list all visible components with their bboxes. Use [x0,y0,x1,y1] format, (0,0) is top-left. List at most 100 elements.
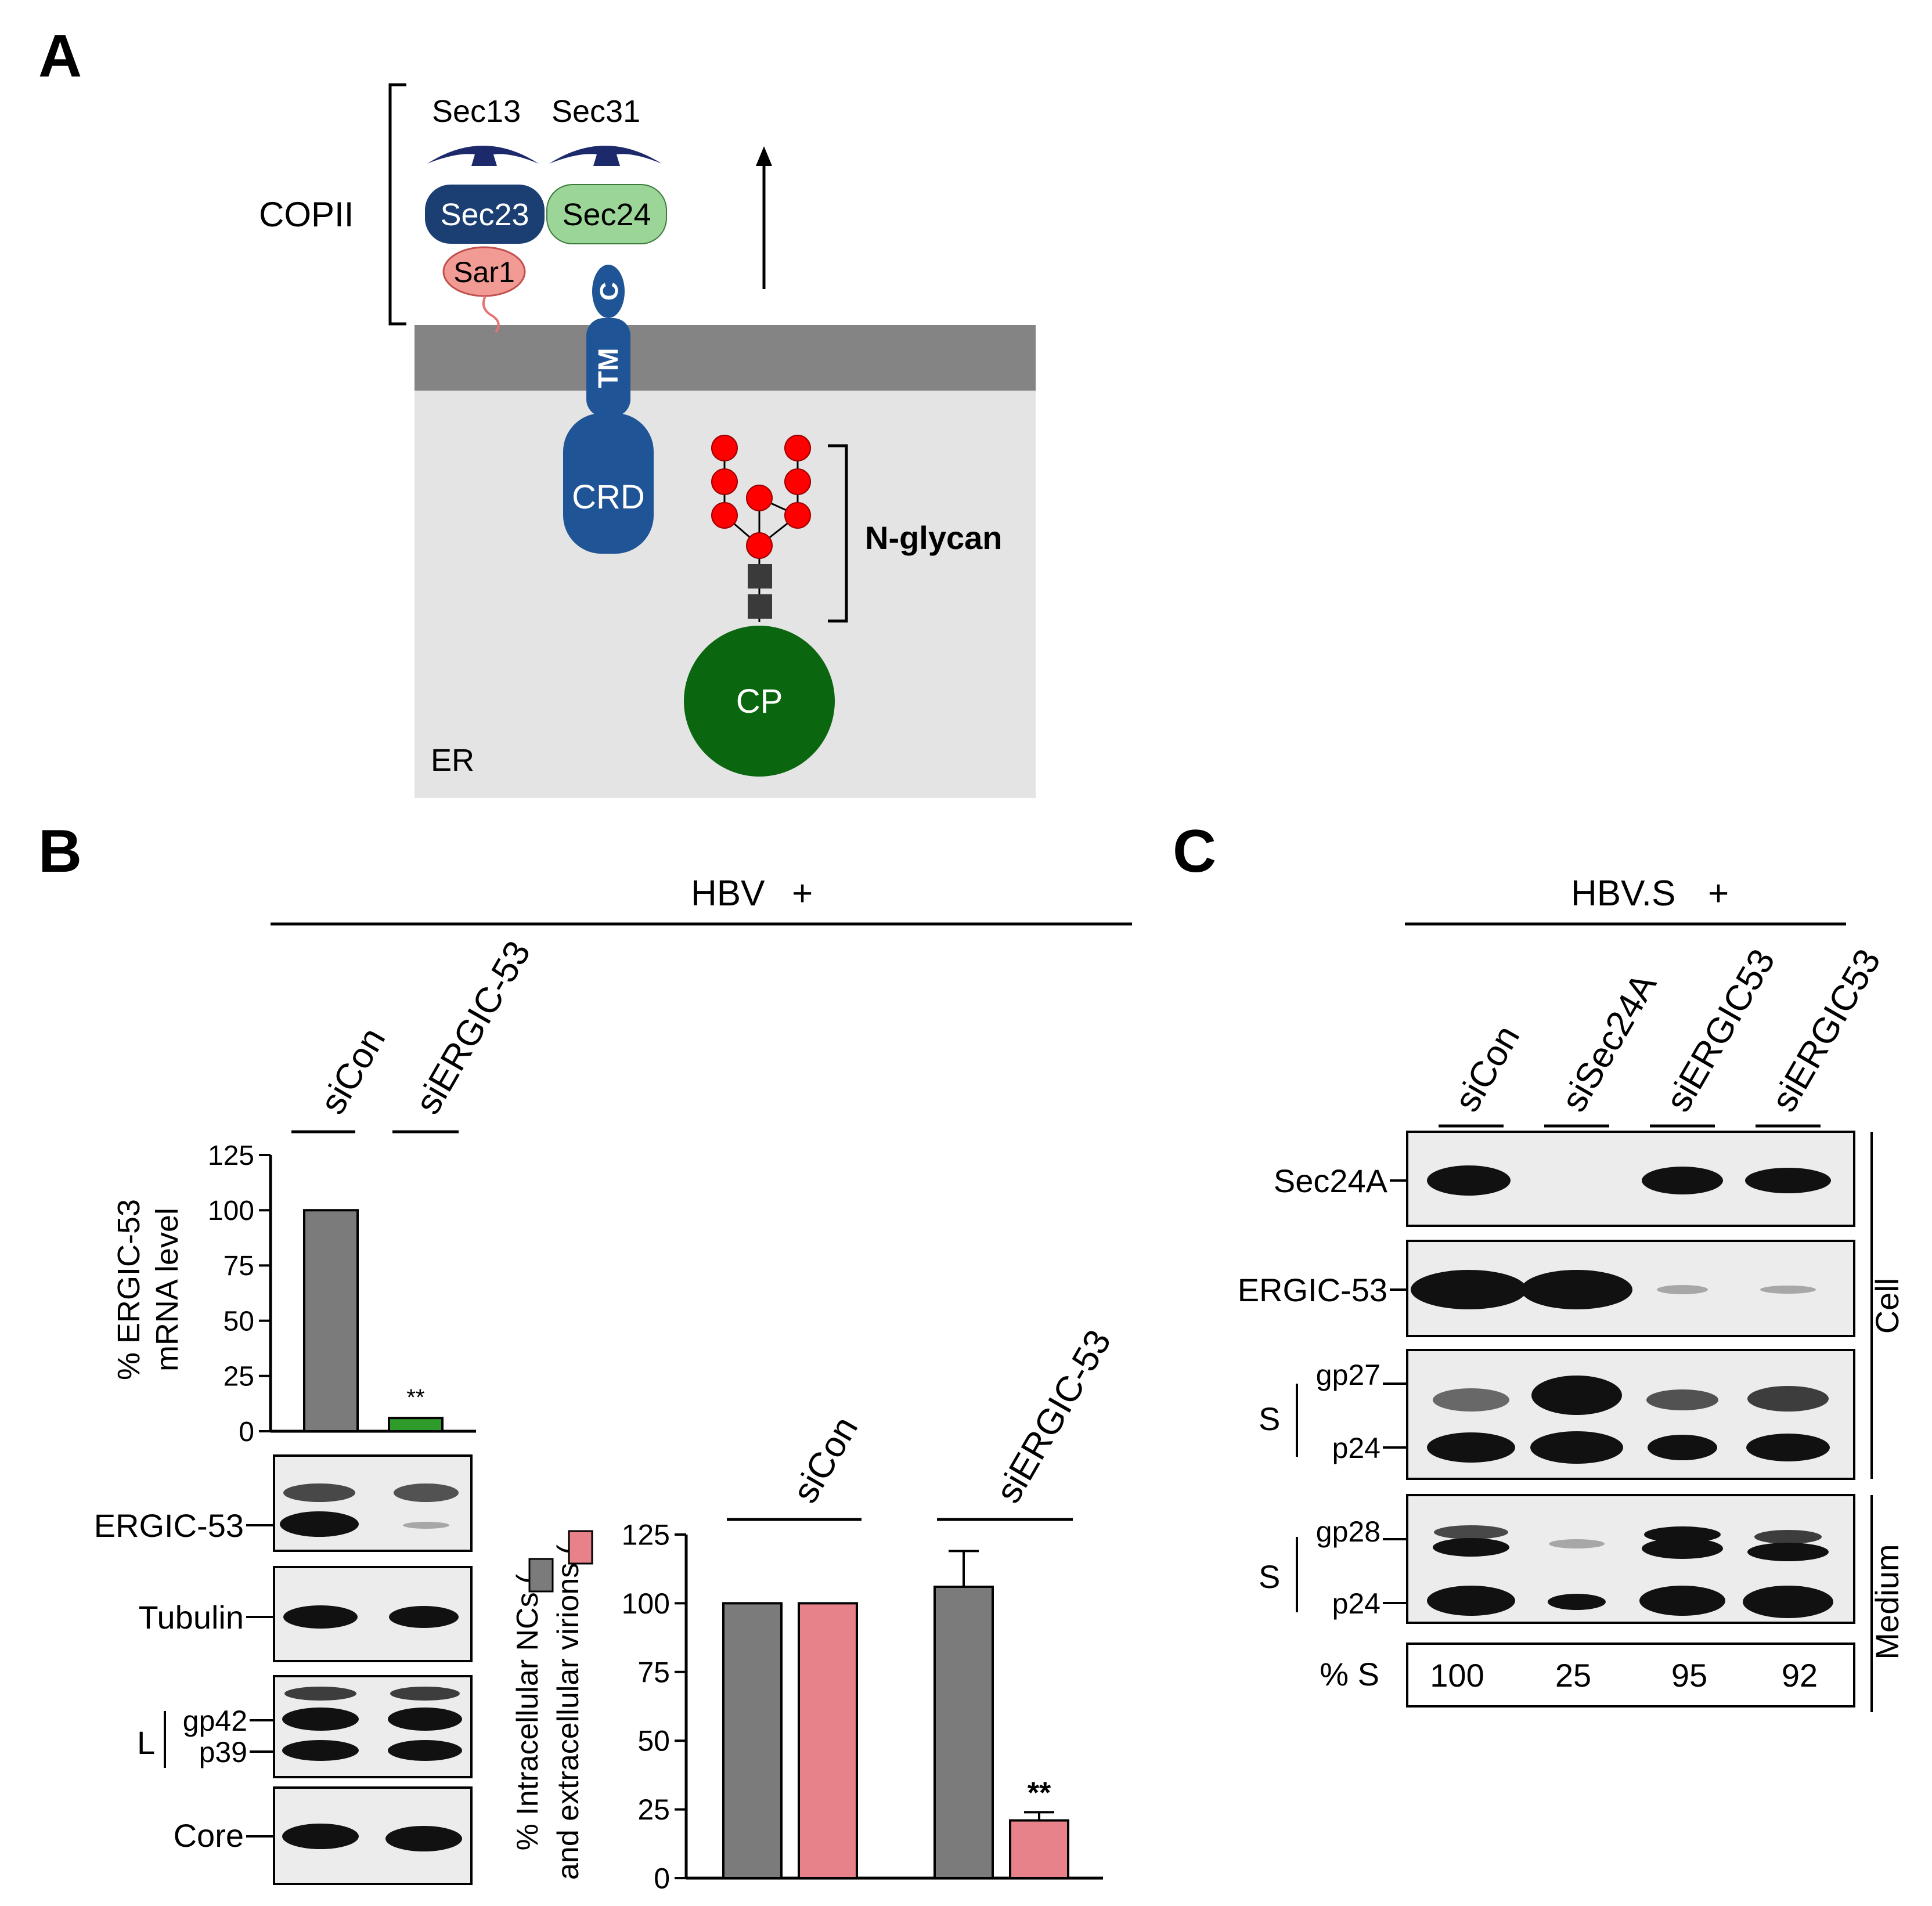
n-glycan-bracket [828,444,848,623]
virion-ylabel: % Intracellular NCs ( and extracellular … [511,1530,593,1880]
c-lane-label-1: siCon [1447,1019,1527,1118]
gp42-label: gp42 [183,1705,247,1737]
transport-arrow-head [756,146,772,166]
percent-s-box [1406,1643,1855,1708]
sec13-label: Sec13 [432,94,521,129]
y-tick-label: 75 [224,1251,254,1282]
blot-ergic53-c [1406,1240,1855,1337]
sec13-shape [427,146,539,166]
virion-y-ticks: 0 25 50 75 100 125 [622,1519,686,1895]
cell-label: Cell [1869,1278,1905,1334]
percent-s-value-3: 95 [1671,1657,1707,1694]
blot-ergic53-b [273,1454,473,1552]
gp27-label: gp27 [1316,1359,1380,1391]
y-tick-label: 0 [239,1417,254,1447]
y-tick-label: 125 [208,1140,254,1171]
hbv-plus-sign: + [792,873,813,914]
virion-bar [722,1602,783,1879]
medium-label: Medium [1869,1544,1905,1659]
ergic53-blot-label-c: ERGIC-53 [1238,1272,1387,1308]
hbv-label: HBV [691,873,765,914]
ergic53-c-terminal [592,265,625,318]
virion-chart: 0 25 50 75 100 125 ** [622,1519,1103,1895]
mrna-bar [388,1417,444,1433]
mrna-significance: ** [406,1385,424,1410]
blot-l-protein [273,1675,473,1778]
sec23-label: Sec23 [440,197,529,232]
sec24-label: Sec24 [562,197,651,232]
p24-cell-label: p24 [1332,1432,1380,1464]
panel-letter-c: C [1173,818,1216,885]
c-terminal-label: C [595,282,623,301]
mrna-ylabel-line1: % ERGIC-53 [111,1199,146,1380]
c-lane-label-2: siSec24A [1553,966,1664,1118]
legend-swatch-ncs [528,1558,554,1593]
er-membrane [414,325,1036,391]
blot-core [273,1786,473,1885]
gp28-label: gp28 [1316,1515,1380,1548]
y-tick-label: 25 [637,1793,670,1826]
virion-ylabel-line2: and extracellular virions ( [552,1544,585,1880]
sec31-label: Sec31 [552,94,640,129]
sar1-anchor [482,295,500,333]
y-tick-label: 50 [637,1725,670,1757]
s-cell-label: S [1259,1400,1280,1437]
y-tick-label: 125 [622,1519,670,1551]
hbvs-label: HBV.S [1571,873,1675,914]
blot-tubulin [273,1566,473,1662]
lane-label-sicon: siCon [312,1021,393,1121]
y-tick-label: 100 [622,1587,670,1620]
panel-letter-b: B [38,818,82,885]
virion-lane-label-sicon: siCon [785,1410,866,1510]
virion-ylabel-line1: % Intracellular NCs ( [511,1573,545,1850]
percent-s-label: % S [1320,1656,1379,1692]
blot-s-medium [1406,1494,1855,1624]
copii-bracket [388,83,406,326]
s-medium-label: S [1259,1558,1280,1595]
ergic53-crd [563,413,654,554]
y-tick-label: 0 [654,1862,670,1895]
virion-bar [933,1585,994,1879]
mrna-bars [303,1209,444,1433]
virion-bar [1009,1819,1069,1879]
core-blot-label: Core [174,1817,244,1854]
legend-swatch-virions [568,1530,593,1565]
sar1-label: Sar1 [453,256,515,288]
n-glycan-label: N-glycan [865,519,1003,556]
er-label: ER [431,743,474,778]
mrna-ylabel-line2: mRNA level [150,1208,185,1371]
lane-label-siergic53: siERGIC-53 [408,934,538,1121]
p39-label: p39 [199,1736,247,1768]
blot-sec24a [1406,1131,1855,1227]
sec23-shape [425,185,545,244]
blot-s-cell [1406,1349,1855,1480]
mrna-bar [303,1209,359,1432]
c-lane-label-3: siERGIC53 [1658,943,1783,1118]
n-glycan-structure [711,435,811,622]
y-tick-label: 75 [637,1656,670,1688]
percent-s-value-1: 100 [1430,1657,1484,1694]
tubulin-blot-label: Tubulin [138,1599,244,1636]
sec24-shape [546,184,667,244]
cargo-protein [684,626,835,777]
l-group-label: L [137,1724,155,1761]
copii-label: COPII [259,195,354,234]
percent-s-value-2: 25 [1555,1657,1591,1694]
cp-label: CP [736,683,783,720]
crd-label: CRD [572,478,645,516]
tm-label: TM [593,348,624,388]
panel-letter-a: A [38,23,82,90]
virion-bar [798,1602,858,1879]
virion-bars [722,1550,1069,1879]
sec24a-blot-label: Sec24A [1274,1163,1388,1199]
percent-s-value-4: 92 [1782,1657,1818,1694]
virion-significance: ** [1028,1776,1051,1810]
hbvs-plus-sign: + [1708,873,1729,914]
c-lane-label-4: siERGIC53 [1764,943,1888,1118]
p24-medium-label: p24 [1332,1587,1380,1620]
y-tick-label: 50 [224,1306,254,1337]
y-tick-label: 25 [224,1362,254,1392]
